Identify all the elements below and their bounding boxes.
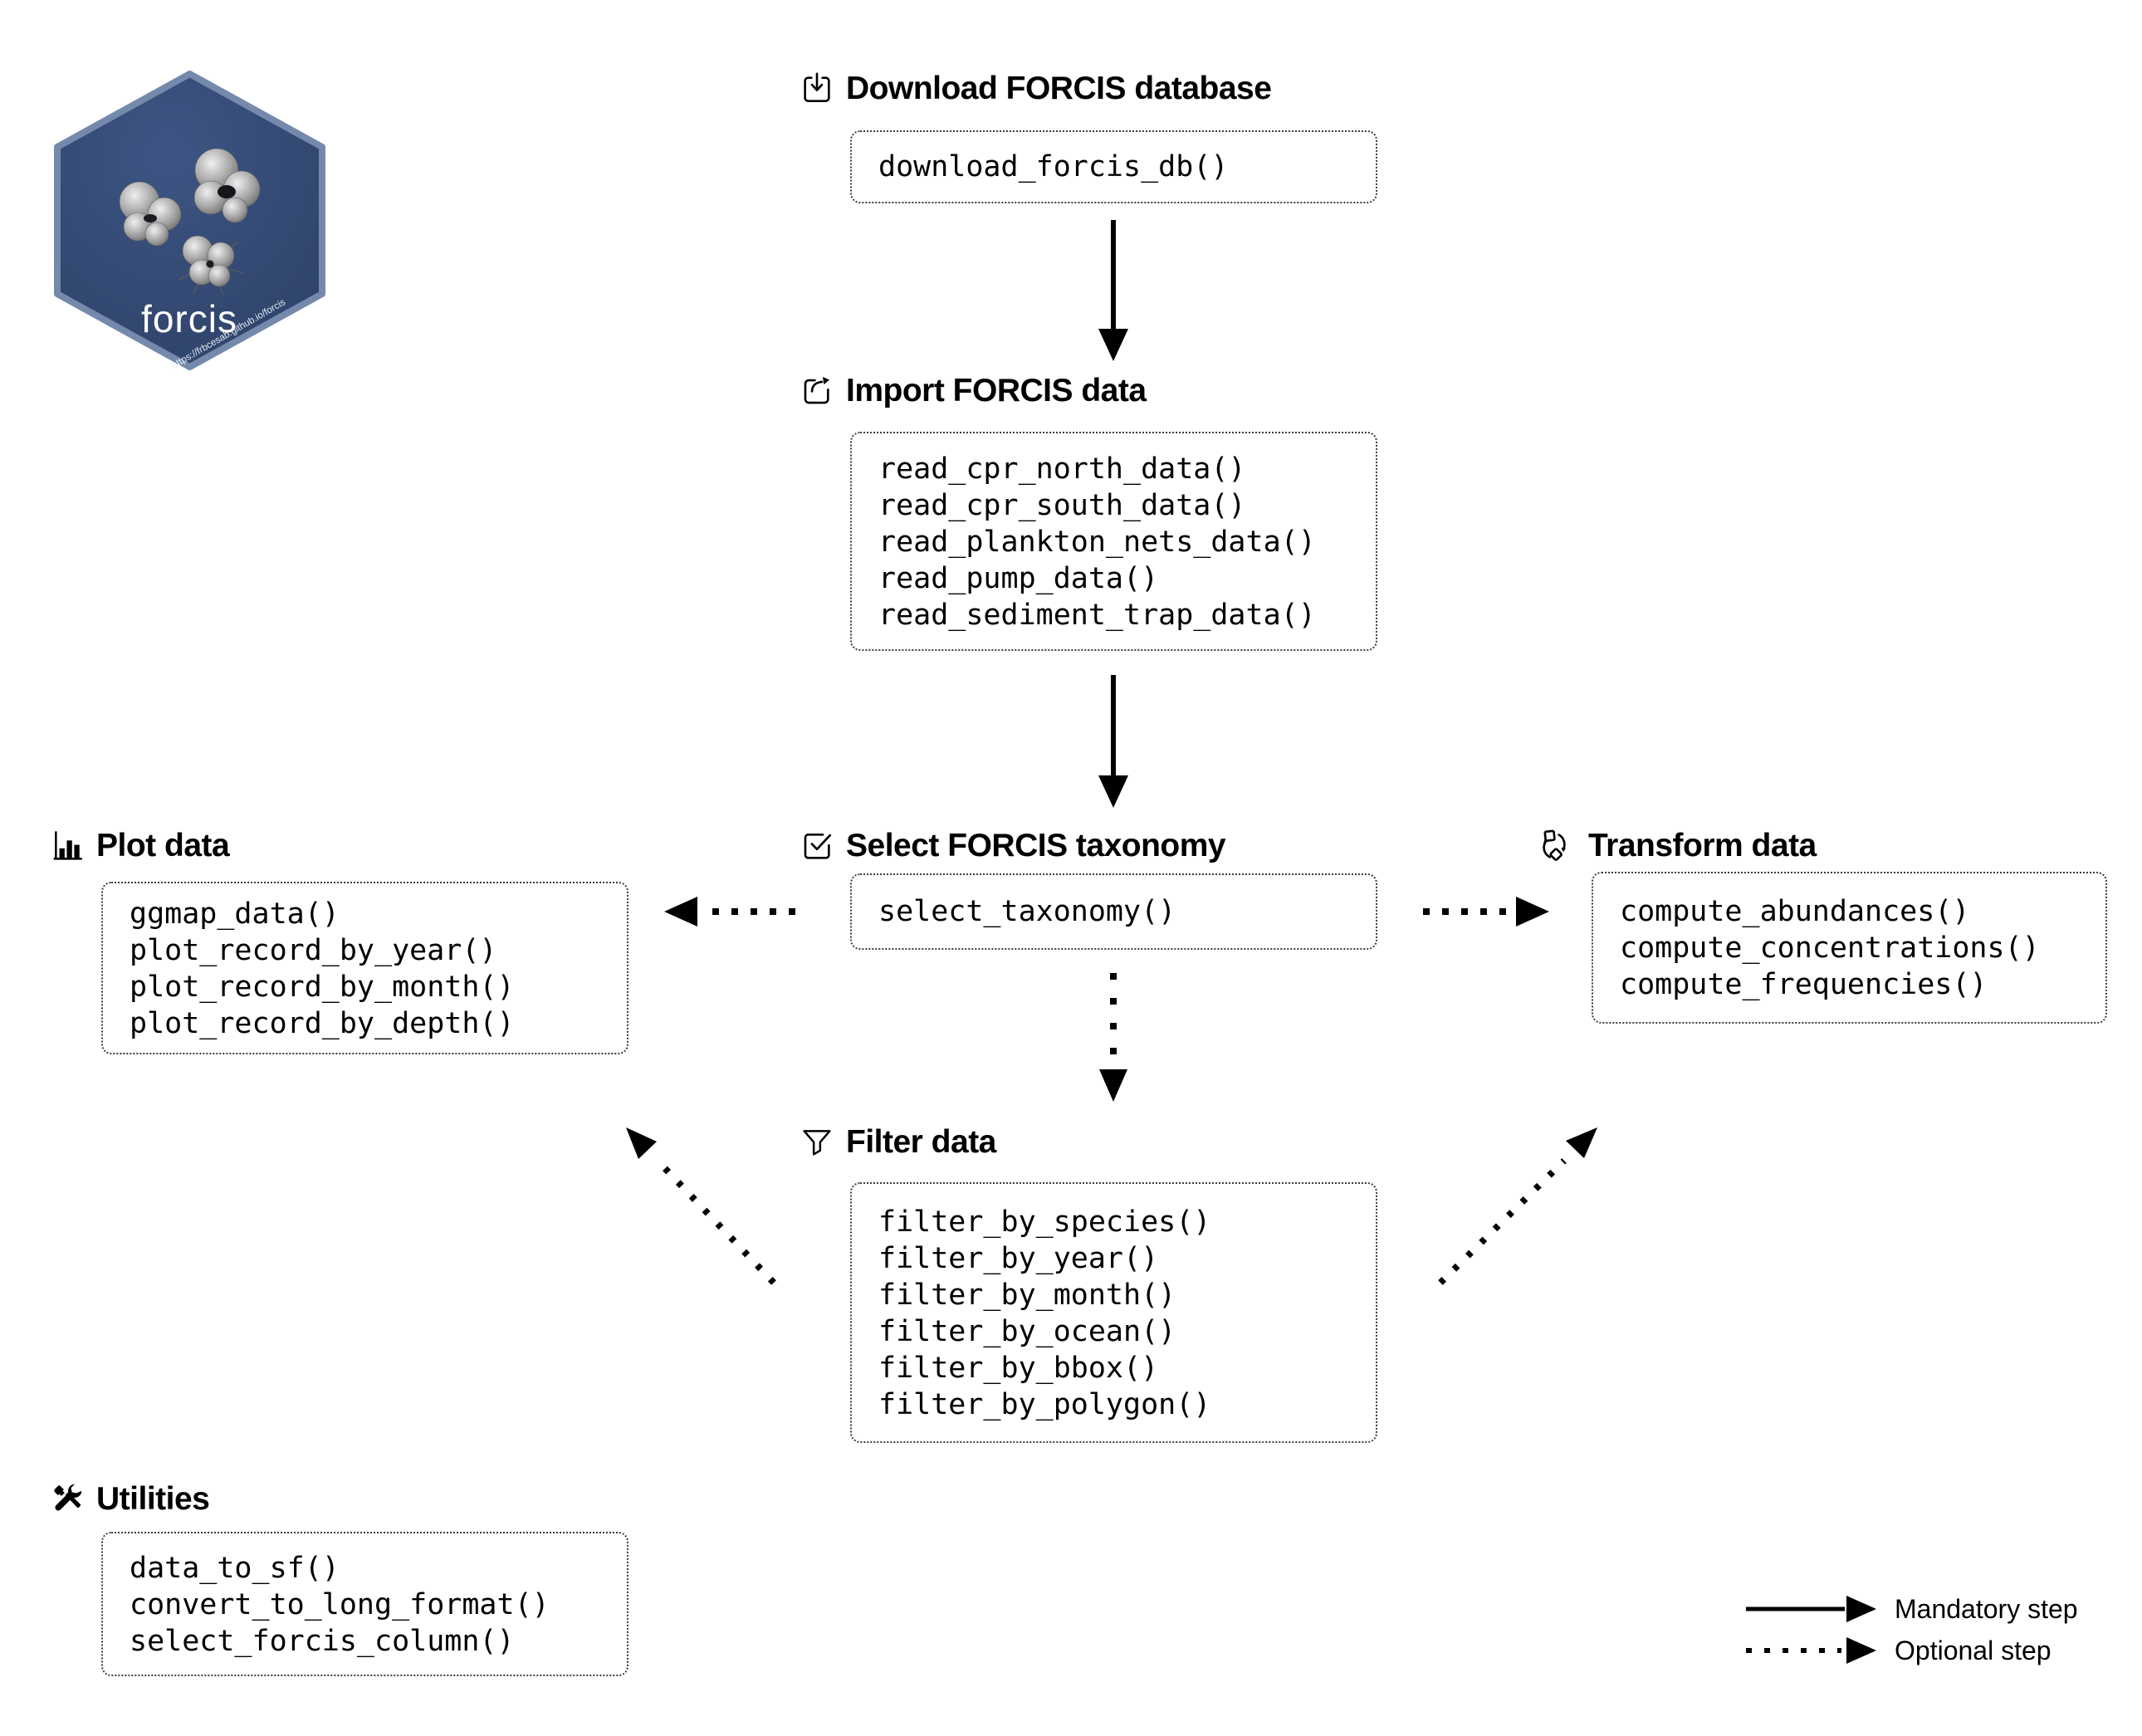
arrow-download-to-import xyxy=(1098,220,1128,361)
function-box-transform: compute_abundances() compute_concentratio… xyxy=(1592,872,2107,1024)
function-label: plot_record_by_depth() xyxy=(130,1007,515,1040)
legend-mandatory-arrow xyxy=(1746,1596,1876,1622)
foraminifera-shell xyxy=(119,181,182,247)
section-heading-utilities: Utilities xyxy=(50,1480,210,1518)
function-label: read_plankton_nets_data() xyxy=(878,526,1316,559)
section-heading-plot: Plot data xyxy=(50,827,230,865)
function-label: select_forcis_column() xyxy=(130,1625,515,1658)
function-box-filter: filter_by_species()filter_by_year()filte… xyxy=(850,1182,1377,1443)
function-box-plot: ggmap_data()plot_record_by_year() plot_re… xyxy=(101,882,628,1054)
download-icon xyxy=(800,71,834,106)
function-label: compute_abundances() xyxy=(1620,895,1970,928)
function-box-taxonomy: select_taxonomy() xyxy=(850,873,1377,950)
function-label: select_taxonomy() xyxy=(878,895,1176,928)
function-label: compute_frequencies() xyxy=(1620,968,1988,1001)
function-box-utilities: data_to_sf()convert_to_long_format()sele… xyxy=(101,1532,628,1676)
function-label: filter_by_polygon() xyxy=(878,1388,1211,1421)
section-heading-transform: Transform data xyxy=(1542,827,1817,865)
function-label: plot_record_by_year() xyxy=(130,934,497,967)
legend-optional-label: Optional step xyxy=(1895,1636,2052,1665)
funnel-icon xyxy=(800,1125,834,1160)
section-title: Download FORCIS database xyxy=(846,71,1272,106)
arrow-import-to-taxonomy xyxy=(1098,675,1128,808)
arrow-taxonomy-to-transform xyxy=(1423,897,1549,927)
forcis-hex-sticker: forcis https://frbcesab.github.io/forcis xyxy=(54,71,325,371)
section-heading-taxonomy: Select FORCIS taxonomy xyxy=(800,827,1226,865)
foraminifera-shell xyxy=(178,235,244,296)
section-title: Utilities xyxy=(96,1481,210,1517)
function-label: data_to_sf() xyxy=(130,1552,340,1585)
arrow-filter-to-plot xyxy=(626,1127,776,1285)
section-title: Transform data xyxy=(1588,828,1817,863)
function-label: filter_by_year() xyxy=(878,1242,1159,1275)
function-label: ggmap_data() xyxy=(130,897,340,931)
arrow-taxonomy-to-filter xyxy=(1099,973,1127,1102)
bar-chart-icon xyxy=(50,829,85,863)
tools-icon xyxy=(50,1482,85,1517)
transform-cycle-icon xyxy=(1542,829,1577,863)
function-label: filter_by_month() xyxy=(878,1279,1176,1312)
hexagon-shape xyxy=(54,71,325,370)
checkbox-checked-icon xyxy=(800,829,834,863)
section-heading-filter: Filter data xyxy=(800,1123,996,1161)
function-label: filter_by_species() xyxy=(878,1205,1211,1239)
section-title: Select FORCIS taxonomy xyxy=(846,828,1226,863)
forcis-logo: forcis https://frbcesab.github.io/forcis xyxy=(54,71,325,371)
function-label: compute_concentrations() xyxy=(1620,932,2040,965)
arrow-filter-to-transform xyxy=(1438,1127,1597,1285)
section-heading-import: Import FORCIS data xyxy=(800,372,1147,410)
foraminifera-shell xyxy=(193,148,261,223)
function-label: read_sediment_trap_data() xyxy=(878,599,1316,632)
function-label: filter_by_ocean() xyxy=(878,1315,1176,1348)
section-title: Plot data xyxy=(96,828,230,863)
legend-optional-arrow xyxy=(1746,1637,1876,1664)
function-label: download_forcis_db() xyxy=(878,150,1229,183)
function-label: plot_record_by_month() xyxy=(130,971,515,1004)
function-label: read_pump_data() xyxy=(878,562,1159,595)
section-title: Filter data xyxy=(846,1124,996,1160)
section-heading-download: Download FORCIS database xyxy=(800,70,1272,108)
function-box-import: read_cpr_north_data()read_cpr_south_data… xyxy=(850,432,1377,651)
legend-mandatory-label: Mandatory step xyxy=(1895,1594,2078,1624)
arrow-taxonomy-to-plot xyxy=(664,897,795,927)
function-label: filter_by_bbox() xyxy=(878,1352,1159,1385)
section-title: Import FORCIS data xyxy=(846,373,1147,408)
logo-text: forcis xyxy=(141,297,237,340)
import-icon xyxy=(800,374,834,408)
function-label: convert_to_long_format() xyxy=(130,1588,550,1621)
function-box-download: download_forcis_db() xyxy=(850,130,1377,203)
function-label: read_cpr_south_data() xyxy=(878,489,1246,522)
function-label: read_cpr_north_data() xyxy=(878,452,1246,486)
